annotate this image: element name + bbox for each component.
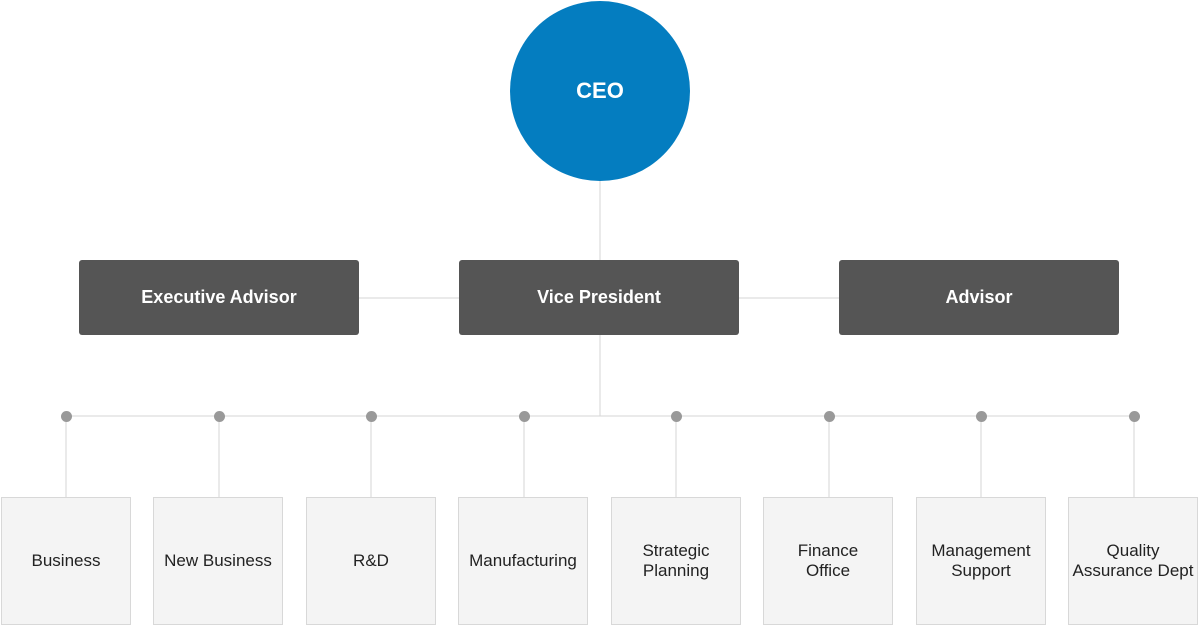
ceo-node: CEO (510, 1, 690, 181)
department-rnd: R&D (306, 497, 436, 625)
ceo-label: CEO (576, 78, 624, 103)
department-label: Strategic Planning (642, 541, 710, 580)
department-business: Business (1, 497, 131, 625)
department-label: Business (31, 551, 101, 570)
department-management-support: Management Support (916, 497, 1046, 625)
connector-dot (1129, 411, 1140, 422)
department-label: R&D (353, 551, 389, 570)
department-label: New Business (164, 551, 272, 570)
connector-dot (214, 411, 225, 422)
department-label: Management Support (931, 541, 1031, 580)
department-manufacturing: Manufacturing (458, 497, 588, 625)
connector-dot (519, 411, 530, 422)
executive-advisor-box: Executive Advisor (79, 260, 359, 335)
department-label: Quality Assurance Dept (1072, 541, 1194, 580)
department-strategic-planning: Strategic Planning (611, 497, 741, 625)
connector-dot (366, 411, 377, 422)
department-finance-office: Finance Office (763, 497, 893, 625)
connector-dot (671, 411, 682, 422)
connector-dot (61, 411, 72, 422)
department-label: Finance Office (797, 541, 859, 580)
executive-advisor-label: Executive Advisor (141, 287, 297, 307)
vice-president-label: Vice President (537, 287, 661, 307)
advisor-box: Advisor (839, 260, 1119, 335)
department-new-business: New Business (153, 497, 283, 625)
connector-dot (976, 411, 987, 422)
advisor-label: Advisor (945, 287, 1013, 307)
department-quality-assurance: Quality Assurance Dept (1068, 497, 1198, 625)
department-label: Manufacturing (469, 551, 577, 570)
connector-dot (824, 411, 835, 422)
vice-president-box: Vice President (459, 260, 739, 335)
